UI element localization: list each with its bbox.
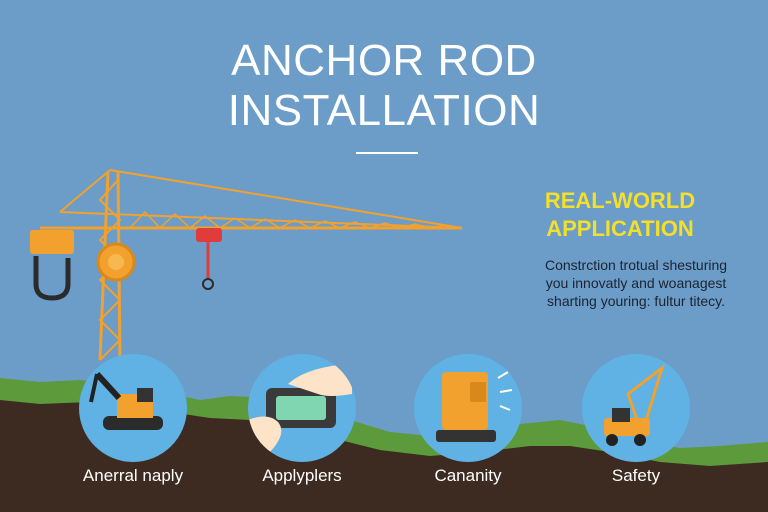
crane-cab [30, 230, 74, 254]
page-title-line2: INSTALLATION [227, 86, 541, 135]
title-divider [356, 152, 418, 154]
category-label-4: Safety [611, 466, 661, 485]
hook-block [196, 228, 222, 242]
category-label-3: Cananity [434, 466, 502, 485]
side-text-line1: Constrction trotual shesturing [544, 257, 728, 273]
hand-tablet-icon[interactable] [248, 354, 356, 462]
crane-hook [202, 278, 214, 290]
side-heading-line2: APPLICATION [546, 216, 694, 241]
side-text-line3: sharting youring: fultur titecy. [547, 293, 725, 309]
category-label-1: Anerral naply [82, 466, 184, 485]
excavator-icon[interactable] [79, 354, 187, 462]
side-heading-line1: REAL-WORLD [544, 188, 696, 213]
crane-truck-icon[interactable] [582, 354, 690, 462]
category-label-2: Applyplers [262, 466, 342, 485]
crane-hook-left [33, 256, 71, 301]
soil-layer [0, 400, 768, 512]
machine-icon[interactable] [414, 354, 522, 462]
page-title-line1: ANCHOR ROD [231, 36, 537, 85]
side-text-line2: you innovatly and woanagest [545, 275, 727, 291]
